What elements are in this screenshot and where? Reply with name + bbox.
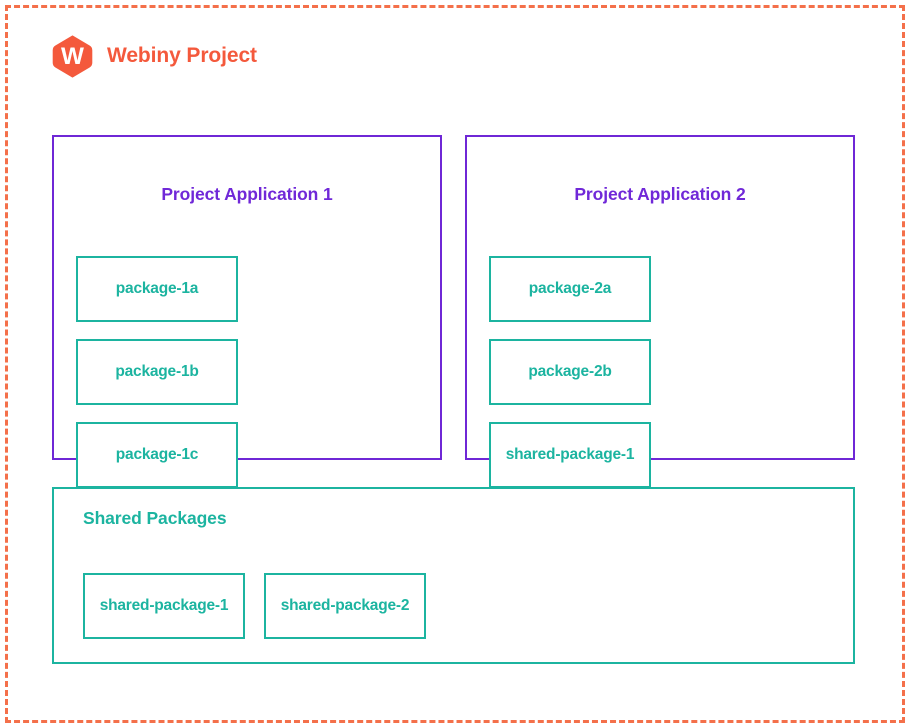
project-application-2-box: Project Application 2 package-2a package… <box>465 135 855 571</box>
package-box[interactable]: package-2b <box>489 339 651 405</box>
webiny-hexagon-logo-icon: W <box>52 34 93 78</box>
package-box[interactable]: package-1a <box>76 256 238 322</box>
package-box[interactable]: shared-package-1 <box>489 422 651 488</box>
package-box[interactable]: package-1b <box>76 339 238 405</box>
shared-packages-title: Shared Packages <box>83 508 227 528</box>
shared-packages-box: Shared Packages shared-package-1 shared-… <box>52 487 855 664</box>
project-application-2-title: Project Application 2 <box>574 184 746 204</box>
shared-packages-grid: shared-package-1 shared-package-2 <box>83 573 426 639</box>
project-application-1-box: Project Application 1 package-1a package… <box>52 135 442 571</box>
project-header: W Webiny Project <box>50 33 257 79</box>
project-title: Webiny Project <box>107 44 257 67</box>
package-box[interactable]: shared-package-1 <box>83 573 245 639</box>
logo-letter: W <box>61 43 84 70</box>
package-box[interactable]: package-2a <box>489 256 651 322</box>
package-box[interactable]: package-1c <box>76 422 238 488</box>
project-boundary <box>5 5 905 723</box>
package-box[interactable]: shared-package-2 <box>264 573 426 639</box>
project-application-1-title: Project Application 1 <box>161 184 333 204</box>
